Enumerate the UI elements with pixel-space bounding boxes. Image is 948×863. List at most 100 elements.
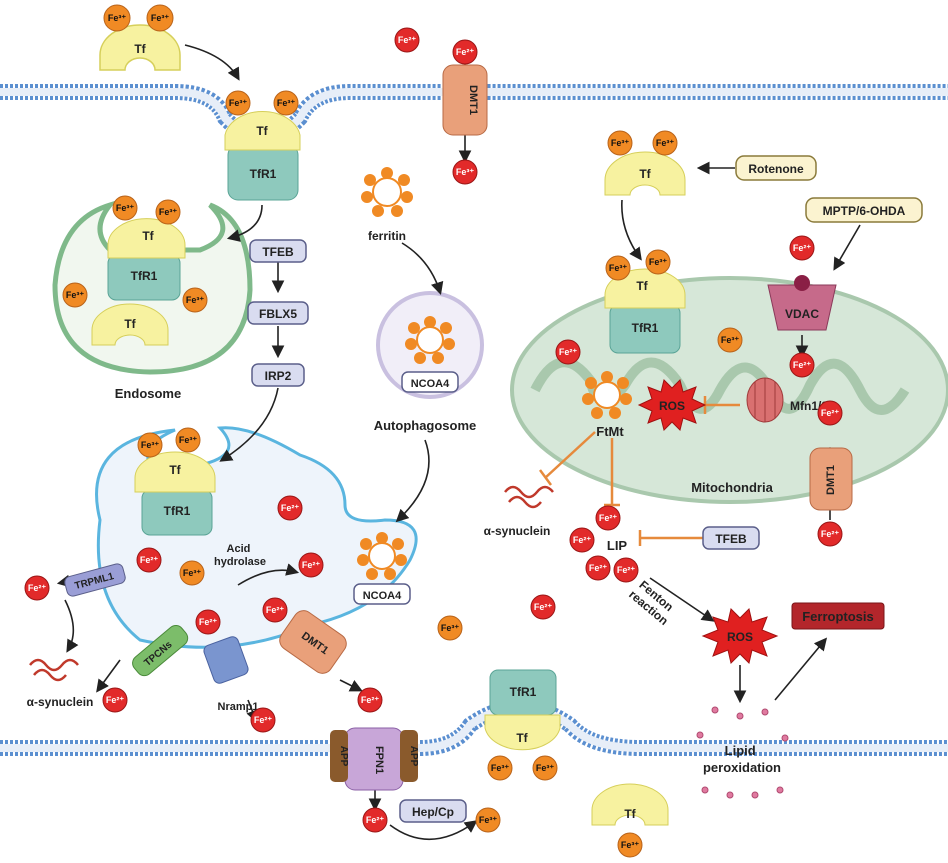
svg-text:Tf: Tf <box>124 317 136 331</box>
svg-text:Fe³⁺: Fe³⁺ <box>159 207 178 217</box>
alpha-synuclein-label-right: α-synuclein <box>484 524 551 538</box>
tf-right-free: Tf Fe³⁺ Fe³⁺ <box>604 130 686 196</box>
svg-text:DMT1: DMT1 <box>825 465 837 495</box>
svg-text:Fe²⁺: Fe²⁺ <box>559 347 578 357</box>
dmt1-top: DMT1 Fe²⁺ Fe³⁺ <box>442 39 488 185</box>
svg-text:NCOA4: NCOA4 <box>411 378 450 390</box>
mfn12-icon <box>746 377 784 423</box>
svg-text:Fe³⁺: Fe³⁺ <box>183 568 202 578</box>
tfr1-complex-mito: TfR1 Tf Fe³⁺ Fe³⁺ <box>604 249 686 354</box>
svg-text:Tf: Tf <box>169 463 181 477</box>
ferritin-in-lysosome <box>357 532 407 580</box>
lipid-peroxidation-icons <box>696 706 789 799</box>
ros-mito: ROS <box>637 379 707 431</box>
fe3-ion <box>146 4 174 32</box>
svg-text:APP: APP <box>408 746 419 767</box>
svg-text:Fe³⁺: Fe³⁺ <box>108 13 127 23</box>
svg-text:Fe²⁺: Fe²⁺ <box>140 555 159 565</box>
tf-endosome-free: Tf Fe³⁺ Fe³⁺ <box>62 282 208 346</box>
inhibition-lines <box>538 396 740 546</box>
ftmt-label: FtMt <box>596 424 624 439</box>
mitochondria-label: Mitochondria <box>691 480 773 495</box>
svg-text:Fe²⁺: Fe²⁺ <box>821 529 840 539</box>
fe3-ion <box>103 4 131 32</box>
svg-text:Fe²⁺: Fe²⁺ <box>793 360 812 370</box>
svg-text:Fe³⁺: Fe³⁺ <box>141 440 160 450</box>
ftmt-cluster <box>582 371 632 419</box>
svg-text:Fe²⁺: Fe²⁺ <box>266 605 285 615</box>
svg-text:DMT1: DMT1 <box>467 85 479 115</box>
svg-text:TfR1: TfR1 <box>131 269 158 283</box>
svg-text:Fe³⁺: Fe³⁺ <box>66 290 85 300</box>
svg-text:Fe²⁺: Fe²⁺ <box>361 695 380 705</box>
svg-text:FPN1: FPN1 <box>373 746 385 774</box>
endosome-label: Endosome <box>115 386 181 401</box>
svg-text:Fe³⁺: Fe³⁺ <box>611 138 630 148</box>
svg-text:TfR1: TfR1 <box>632 321 659 335</box>
svg-text:Fe³⁺: Fe³⁺ <box>621 840 640 850</box>
svg-text:Fe²⁺: Fe²⁺ <box>199 617 218 627</box>
alpha-synuclein-label-left: α-synuclein <box>27 695 94 709</box>
svg-text:ROS: ROS <box>659 399 685 413</box>
ros-cytosol: ROS <box>701 608 779 664</box>
tfr1-complex-bottom: TfR1 Tf Fe³⁺ Fe³⁺ <box>484 669 561 781</box>
autophagosome-label: Autophagosome <box>374 418 477 433</box>
svg-text:Fe³⁺: Fe³⁺ <box>491 763 510 773</box>
alpha-synuclein-icon-right <box>504 485 554 509</box>
ferroptosis-box: Ferroptosis <box>791 602 885 630</box>
svg-text:Fe³⁺: Fe³⁺ <box>229 98 248 108</box>
svg-text:Fe³⁺: Fe³⁺ <box>656 138 675 148</box>
tfr1-complex-lysosome: TfR1 Tf Fe³⁺ Fe³⁺ <box>134 427 216 536</box>
fpn1-complex: FPN1 APP APP <box>330 727 419 791</box>
ncoa4-box-autophagosome: NCOA4 <box>401 371 459 393</box>
svg-text:Fe³⁺: Fe³⁺ <box>649 257 668 267</box>
svg-text:Fe²⁺: Fe²⁺ <box>589 563 608 573</box>
svg-text:NCOA4: NCOA4 <box>363 590 402 602</box>
svg-text:APP: APP <box>338 746 349 767</box>
svg-text:Fe²⁺: Fe²⁺ <box>28 583 47 593</box>
irp2-box: IRP2 <box>251 363 305 387</box>
fenton-label: Fenton reaction <box>626 577 680 628</box>
tf-bottom-free: Tf Fe³⁺ <box>591 783 669 858</box>
tfr1-complex-endosome: TfR1 Tf Fe³⁺ Fe³⁺ <box>107 195 186 301</box>
svg-text:Fe²⁺: Fe²⁺ <box>254 715 273 725</box>
mptp-box[interactable]: MPTP/6-OHDA <box>805 197 923 223</box>
ncoa4-box-lysosome: NCOA4 <box>353 583 411 605</box>
nramp1-label: Nramp1 <box>218 701 259 713</box>
acid-hydrolase-label: Acid hydrolase <box>214 543 266 568</box>
svg-text:Fe²⁺: Fe²⁺ <box>793 243 812 253</box>
svg-text:TfR1: TfR1 <box>250 167 277 181</box>
dmt1-mito: DMT1 <box>809 447 853 511</box>
svg-text:Fe³⁺: Fe³⁺ <box>536 763 555 773</box>
svg-text:Hep/Cp: Hep/Cp <box>412 805 454 819</box>
svg-text:Fe²⁺: Fe²⁺ <box>302 560 321 570</box>
bottom-plasma-membrane <box>0 699 948 756</box>
svg-text:Tf: Tf <box>636 279 648 293</box>
hepcp-box: Hep/Cp <box>399 799 467 823</box>
tfr1-complex-top: TfR1 Tf Fe³⁺ Fe³⁺ <box>224 90 301 201</box>
dmt1-lysosome: DMT1 <box>279 610 347 674</box>
svg-text:MPTP/6-OHDA: MPTP/6-OHDA <box>823 204 906 218</box>
svg-text:Fe²⁺: Fe²⁺ <box>106 695 125 705</box>
svg-text:Rotenone: Rotenone <box>748 162 804 176</box>
svg-text:Fe²⁺: Fe²⁺ <box>821 408 840 418</box>
svg-text:Fe²⁺: Fe²⁺ <box>456 47 475 57</box>
svg-text:TFEB: TFEB <box>715 532 747 546</box>
svg-text:Fe³⁺: Fe³⁺ <box>609 263 628 273</box>
svg-text:Fe³⁺: Fe³⁺ <box>721 335 740 345</box>
svg-text:Fe³⁺: Fe³⁺ <box>179 435 198 445</box>
svg-text:ROS: ROS <box>727 630 753 644</box>
tf-label: Tf <box>134 42 146 56</box>
svg-text:Fe³⁺: Fe³⁺ <box>186 295 205 305</box>
svg-text:Fe²⁺: Fe²⁺ <box>573 535 592 545</box>
rotenone-box[interactable]: Rotenone <box>735 155 817 181</box>
tfeb-box-right: TFEB <box>702 526 760 550</box>
mitochondrion <box>510 276 948 504</box>
ferritin-in-autophagosome <box>405 316 455 364</box>
ferritin-cluster <box>361 167 413 217</box>
svg-text:TfR1: TfR1 <box>510 685 537 699</box>
svg-text:Tf: Tf <box>256 124 268 138</box>
alpha-synuclein-icon-left <box>29 658 79 682</box>
nramp1-channel <box>203 636 249 684</box>
